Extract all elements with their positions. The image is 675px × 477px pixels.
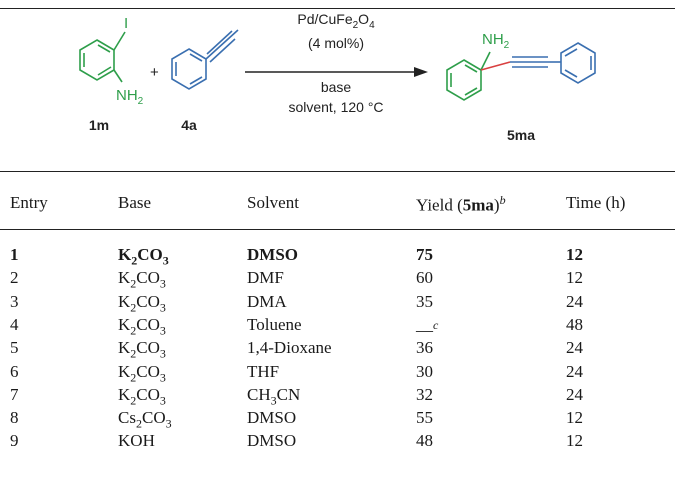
footnote-c: c xyxy=(433,317,439,332)
cell-entry: 6 xyxy=(10,361,19,381)
cell-base: K2CO3 xyxy=(118,268,166,291)
arrow-head xyxy=(414,67,428,77)
cell-solvent: DMSO xyxy=(247,431,297,451)
cell-yield: 60 xyxy=(416,268,433,288)
cell-solvent: Toluene xyxy=(247,314,302,334)
cell-entry: 2 xyxy=(10,268,19,288)
cell-solvent: THF xyxy=(247,361,280,381)
cell-solvent: DMF xyxy=(247,268,284,288)
cell-entry: 4 xyxy=(10,314,19,334)
label-4a: 4a xyxy=(181,117,197,133)
cell-solvent: 1,4-Dioxane xyxy=(247,338,332,358)
cell-solvent: DMSO xyxy=(247,245,299,264)
atom-nh2-5ma: NH2 xyxy=(482,31,510,51)
cell-base: K2CO3 xyxy=(118,291,166,314)
cell-base: K2CO3 xyxy=(118,361,166,384)
header-bottom-rule xyxy=(0,229,675,230)
cell-yield: —c xyxy=(416,317,439,340)
cell-yield: 36 xyxy=(416,338,433,358)
label-1m: 1m xyxy=(89,117,109,133)
structure-4a xyxy=(171,29,239,90)
cell-entry: 1 xyxy=(10,245,19,264)
cell-time: 12 xyxy=(566,431,583,451)
cell-base: K2CO3 xyxy=(118,338,166,361)
header-yield: Yield (5ma)b xyxy=(416,193,506,215)
footnote-b: b xyxy=(499,193,506,207)
cell-entry: 5 xyxy=(10,338,19,358)
cell-solvent: CH3CN xyxy=(247,384,301,408)
cell-base: K2CO3 xyxy=(118,314,166,338)
cell-time: 24 xyxy=(566,361,583,381)
catalyst-label: Pd/CuFe2O4 xyxy=(297,11,375,31)
cell-entry: 7 xyxy=(10,384,19,404)
cell-base: K2CO3 xyxy=(118,245,169,268)
header-base: Base xyxy=(118,193,152,212)
cell-yield: 55 xyxy=(416,408,433,428)
cell-time: 12 xyxy=(566,408,583,428)
header-entry: Entry xyxy=(10,193,48,212)
base-label: base xyxy=(321,79,352,95)
cell-time: 24 xyxy=(566,291,583,311)
reaction-scheme: I NH2 + Pd/CuFe2O4 (4 mol%) base solvent… xyxy=(79,11,596,143)
cell-base: K2CO3 xyxy=(118,384,166,408)
cell-time: 24 xyxy=(566,338,583,358)
cell-time: 24 xyxy=(566,384,583,404)
cell-base: KOH xyxy=(118,431,155,451)
label-5ma: 5ma xyxy=(507,127,535,143)
cell-entry: 9 xyxy=(10,431,19,451)
atom-iodine: I xyxy=(124,15,128,32)
scheme-bottom-rule xyxy=(0,171,675,172)
atom-nh2-1m: NH2 xyxy=(116,87,144,107)
plus-sign: + xyxy=(150,64,159,81)
conditions-label: solvent, 120 °C xyxy=(288,99,383,115)
cell-time: 12 xyxy=(566,245,583,264)
cell-entry: 8 xyxy=(10,408,19,428)
top-rule xyxy=(0,8,675,9)
structure-1m xyxy=(79,31,126,83)
cell-yield: 35 xyxy=(416,291,433,311)
header-time: Time (h) xyxy=(566,193,626,212)
cell-yield: 48 xyxy=(416,431,433,451)
loading-label: (4 mol%) xyxy=(308,35,364,51)
cell-time: 12 xyxy=(566,268,583,288)
cell-solvent: DMA xyxy=(247,291,287,311)
cell-entry: 3 xyxy=(10,291,19,311)
cell-yield: 32 xyxy=(416,384,433,404)
cell-base: Cs2CO3 xyxy=(118,408,172,431)
structure-5ma xyxy=(446,42,596,101)
cell-yield: 75 xyxy=(416,245,433,264)
header-solvent: Solvent xyxy=(247,193,299,212)
cell-solvent: DMSO xyxy=(247,408,297,428)
cell-yield: 30 xyxy=(416,361,433,381)
cell-time: 48 xyxy=(566,314,583,334)
